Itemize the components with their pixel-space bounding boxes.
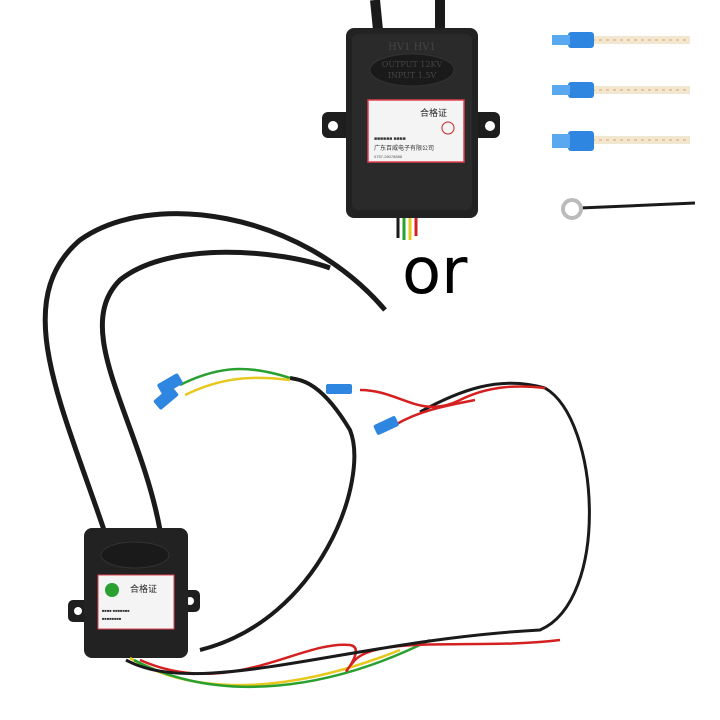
or-separator-text: or <box>402 235 468 309</box>
svg-text:HV1 HV1: HV1 HV1 <box>388 42 436 53</box>
top-certificate-label <box>367 99 465 163</box>
svg-text:■■■■■■■■: ■■■■■■■■ <box>102 616 122 621</box>
svg-text:■■■■ ■■■■■■■: ■■■■ ■■■■■■■ <box>102 608 130 613</box>
svg-text:广东百威电子有限公司: 广东百威电子有限公司 <box>374 144 434 152</box>
accessory-spade-1 <box>552 32 690 48</box>
accessory-spade-2 <box>552 82 690 98</box>
svg-text:合格证: 合格证 <box>420 107 447 119</box>
svg-text:0757-28078888: 0757-28078888 <box>374 154 403 159</box>
svg-text:INPUT 1.5V: INPUT 1.5V <box>388 71 437 80</box>
svg-text:■■■■■■ ■■■■: ■■■■■■ ■■■■ <box>374 136 406 142</box>
svg-text:合格证: 合格证 <box>130 583 157 595</box>
accessory-ring-terminal <box>561 198 696 220</box>
svg-text:OUTPUT 12KV: OUTPUT 12KV <box>382 60 443 69</box>
accessory-double-spade <box>552 131 690 151</box>
